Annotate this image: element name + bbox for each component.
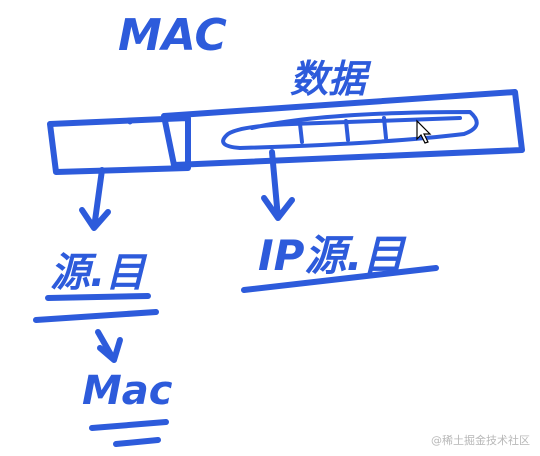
header-dot xyxy=(127,119,133,125)
selection-ticks xyxy=(298,116,388,144)
source-label: 源.目 xyxy=(50,250,148,296)
mac-arrow xyxy=(95,329,123,363)
title-label: MAC xyxy=(118,10,227,61)
mac-underline xyxy=(89,419,169,447)
source-underline xyxy=(33,293,159,323)
selection-loop xyxy=(221,110,479,150)
watermark: @稀土掘金技术社区 xyxy=(431,434,530,447)
data-box xyxy=(161,89,525,168)
ip-underline xyxy=(241,265,439,293)
header-box xyxy=(47,115,191,175)
data-label: 数据 xyxy=(290,57,372,101)
cursor-icon xyxy=(416,119,432,144)
left-arrow xyxy=(79,167,111,231)
right-arrow xyxy=(261,149,295,221)
mac-label: Mac xyxy=(82,368,173,414)
